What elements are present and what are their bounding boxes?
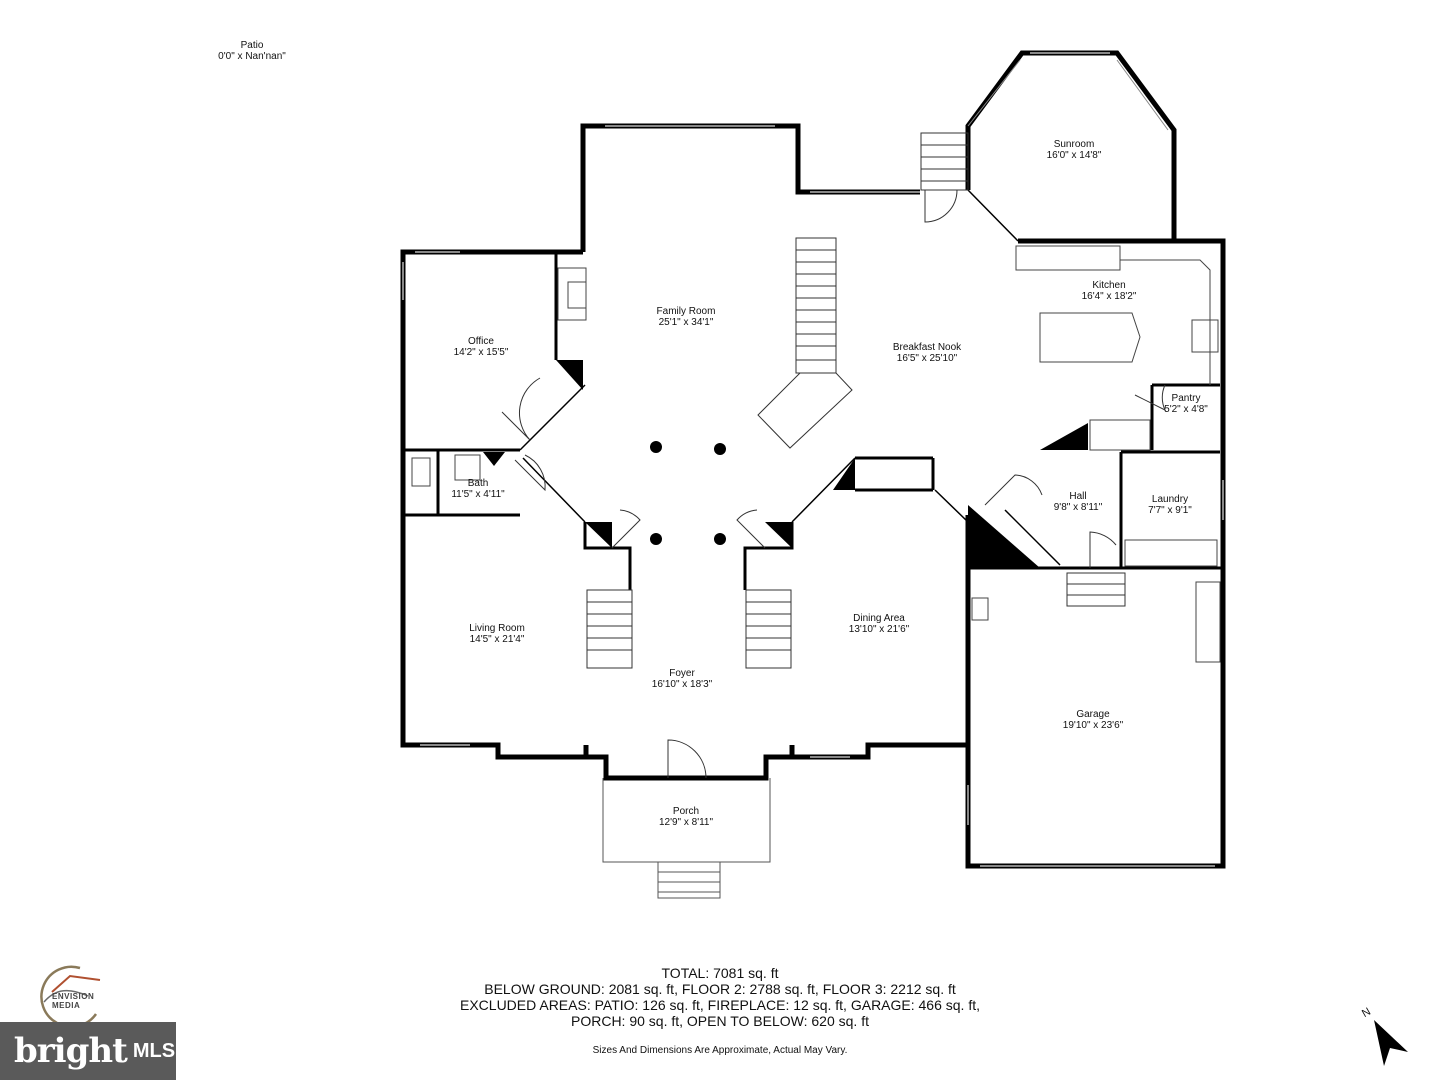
office-dims: 14'2" x 15'5" <box>453 347 509 358</box>
laundry-dims: 7'7" x 9'1" <box>1148 505 1192 516</box>
north-label: N <box>1360 1006 1373 1020</box>
outer-walls <box>400 50 1226 869</box>
kitchen-label: Kitchen 16'4" x 18'2" <box>1082 280 1137 302</box>
garage-label: Garage 19'10" x 23'6" <box>1063 709 1123 731</box>
breakfast-nook-name: Breakfast Nook <box>892 342 962 353</box>
diagonal-walls <box>519 189 1061 566</box>
area-floors: BELOW GROUND: 2081 sq. ft, FLOOR 2: 2788… <box>484 981 956 997</box>
sunroom-name: Sunroom <box>1053 139 1095 150</box>
patio-name: Patio <box>240 40 264 51</box>
living-room-dims: 14'5" x 21'4" <box>469 634 525 645</box>
garage-name: Garage <box>1076 709 1110 720</box>
dining-area-label: Dining Area 13'10" x 21'6" <box>849 613 909 635</box>
windows <box>402 52 1224 867</box>
family-room-label: Family Room 25'1" x 34'1" <box>657 306 716 328</box>
porch-label: Porch 12'9" x 8'11" <box>659 806 713 828</box>
living-room-label: Living Room 14'5" x 21'4" <box>469 623 525 645</box>
north-arrow-icon: N <box>1360 1006 1408 1066</box>
sunroom-dims: 16'0" x 14'8" <box>1046 150 1102 161</box>
bath-label: Bath 11'5" x 4'11" <box>451 478 504 500</box>
fixtures <box>411 245 1221 663</box>
area-summary: TOTAL: 7081 sq. ft BELOW GROUND: 2081 sq… <box>460 965 980 1029</box>
office-name: Office <box>468 336 494 347</box>
hall-dims: 9'8" x 8'11" <box>1053 502 1103 513</box>
bath-dims: 11'5" x 4'11" <box>451 489 505 500</box>
patio-label: Patio 0'0" x Nan'nan" <box>218 40 286 62</box>
family-room-name: Family Room <box>656 306 716 317</box>
envision-line2: MEDIA <box>52 1001 81 1010</box>
pantry-label: Pantry 5'2" x 4'8" <box>1164 393 1208 415</box>
garage-dims: 19'10" x 23'6" <box>1062 720 1124 731</box>
sunroom-label: Sunroom 16'0" x 14'8" <box>1047 139 1102 161</box>
foyer-name: Foyer <box>669 668 695 679</box>
envision-media-logo-icon <box>40 965 101 1024</box>
living-room-name: Living Room <box>469 623 525 634</box>
breakfast-nook-dims: 16'5" x 25'10" <box>896 353 958 364</box>
hall-label: Hall 9'8" x 8'11" <box>1054 491 1103 513</box>
pantry-name: Pantry <box>1171 393 1201 404</box>
foyer-label: Foyer 16'10" x 18'3" <box>652 668 712 690</box>
dining-area-name: Dining Area <box>853 613 905 624</box>
patio-dims: 0'0" x Nan'nan" <box>218 51 286 62</box>
area-total: TOTAL: 7081 sq. ft <box>661 965 779 981</box>
columns <box>650 441 726 545</box>
bright-wordmark: bright <box>14 1031 128 1071</box>
pantry-dims: 5'2" x 4'8" <box>1164 404 1208 415</box>
bath-name: Bath <box>467 478 489 489</box>
bright-mls-badge: bright MLS <box>0 1022 176 1080</box>
area-excluded: EXCLUDED AREAS: PATIO: 126 sq. ft, FIREP… <box>459 997 981 1013</box>
dining-area-dims: 13'10" x 21'6" <box>848 624 910 635</box>
stairs <box>586 132 1126 669</box>
laundry-name: Laundry <box>1151 494 1189 505</box>
family-room-dims: 25'1" x 34'1" <box>658 317 714 328</box>
envision-media-wordmark: ENVISION MEDIA <box>52 992 94 1010</box>
foyer-dims: 16'10" x 18'3" <box>651 679 713 690</box>
porch-dims: 12'9" x 8'11" <box>658 817 714 828</box>
doors <box>501 189 1167 779</box>
mls-wordmark: MLS <box>132 1039 176 1062</box>
office-label: Office 14'2" x 15'5" <box>454 336 509 358</box>
envision-line1: ENVISION <box>52 992 95 1001</box>
breakfast-nook-label: Breakfast Nook 16'5" x 25'10" <box>893 342 961 364</box>
area-excluded-cont: PORCH: 90 sq. ft, OPEN TO BELOW: 620 sq.… <box>570 1013 869 1029</box>
disclaimer: Sizes And Dimensions Are Approximate, Ac… <box>592 1045 848 1056</box>
solid-wall-blocks <box>483 360 1088 568</box>
porch-name: Porch <box>672 806 700 817</box>
kitchen-name: Kitchen <box>1092 280 1126 291</box>
hall-name: Hall <box>1069 491 1087 502</box>
interior-walls <box>403 252 1223 590</box>
kitchen-dims: 16'4" x 18'2" <box>1081 291 1137 302</box>
laundry-label: Laundry 7'7" x 9'1" <box>1148 494 1192 516</box>
porch <box>602 778 771 899</box>
